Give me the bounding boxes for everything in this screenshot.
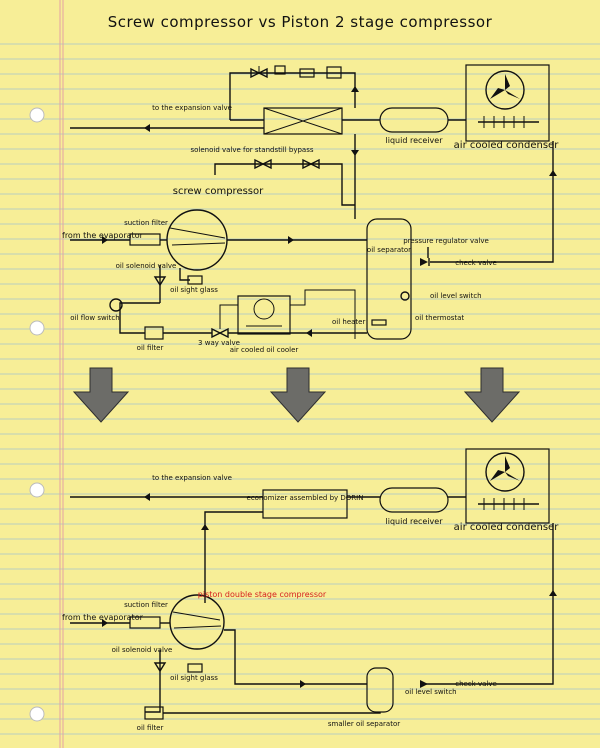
pressure-regulator-label: pressure regulator valve [403,237,489,245]
to-expansion-valve-label-bottom: to the expansion valve [152,474,232,482]
air-cooled-condenser: air cooled condenser [454,64,560,151]
heat-exchanger [263,107,343,135]
air-cooled-condenser-label-bottom: air cooled condenser [454,522,560,533]
down-arrow-left [72,367,130,423]
piston-compressor-label: piston double stage compressor [198,590,327,599]
from-evaporator-label-bottom: from the evaporator [62,613,144,622]
solenoid-bypass-label: solenoid valve for standstill bypass [190,146,313,154]
suction-filter-label: suction filter [124,219,168,227]
piston-compressor [169,594,225,650]
oil-cooler-label: air cooled oil cooler [230,346,299,354]
ruled-lines [0,43,600,735]
oil-sight-glass-label-bottom: oil sight glass [170,674,218,682]
economizer-label: economizer assembled by DORIN [247,494,364,502]
from-evaporator-label: from the evaporator [62,231,144,240]
three-way-valve-label: 3 way valve [198,339,240,347]
transition-arrows [72,367,521,423]
bottom-diagram: air cooled condenser liquid receiver eco… [62,448,560,732]
top-diagram: air cooled condenser liquid receiver to … [62,64,560,354]
oil-flow-switch-label: oil flow switch [70,314,119,322]
down-arrow-center [269,367,327,423]
oil-solenoid-label-bottom: oil solenoid valve [112,646,173,654]
oil-heater-label: oil heater [332,318,365,326]
punch-hole [29,320,45,336]
liquid-receiver-bottom [379,487,449,513]
economizer [262,489,348,519]
punch-hole [29,482,45,498]
air-cooled-condenser-label: air cooled condenser [454,140,560,151]
smaller-oil-separator-label: smaller oil separator [328,720,400,728]
screw-compressor-label: screw compressor [173,186,264,197]
oil-cooler [237,295,291,335]
oil-solenoid-label: oil solenoid valve [116,262,177,270]
check-valve-label: check valve [455,259,497,267]
oil-filter-label: oil filter [137,344,164,352]
oil-level-switch-label: oil level switch [430,292,482,300]
punch-hole [29,706,45,722]
check-valve-label-bottom: check valve [455,680,497,688]
liquid-receiver-label: liquid receiver [386,136,444,145]
to-expansion-valve-label: to the expansion valve [152,104,232,112]
air-cooled-condenser-bottom: air cooled condenser [454,448,560,533]
oil-sight-glass-label: oil sight glass [170,286,218,294]
oil-filter-label-bottom: oil filter [137,724,164,732]
suction-filter-label-bottom: suction filter [124,601,168,609]
oil-level-switch-label-bottom: oil level switch [405,688,457,696]
diagram-title: Screw compressor vs Piston 2 stage compr… [108,13,493,31]
oil-separator [366,218,412,340]
liquid-receiver-label-bottom: liquid receiver [386,517,444,526]
down-arrow-right [463,367,521,423]
oil-separator-label: oil separator [367,246,411,254]
oil-thermostat-label: oil thermostat [415,314,464,322]
punch-hole [29,107,45,123]
